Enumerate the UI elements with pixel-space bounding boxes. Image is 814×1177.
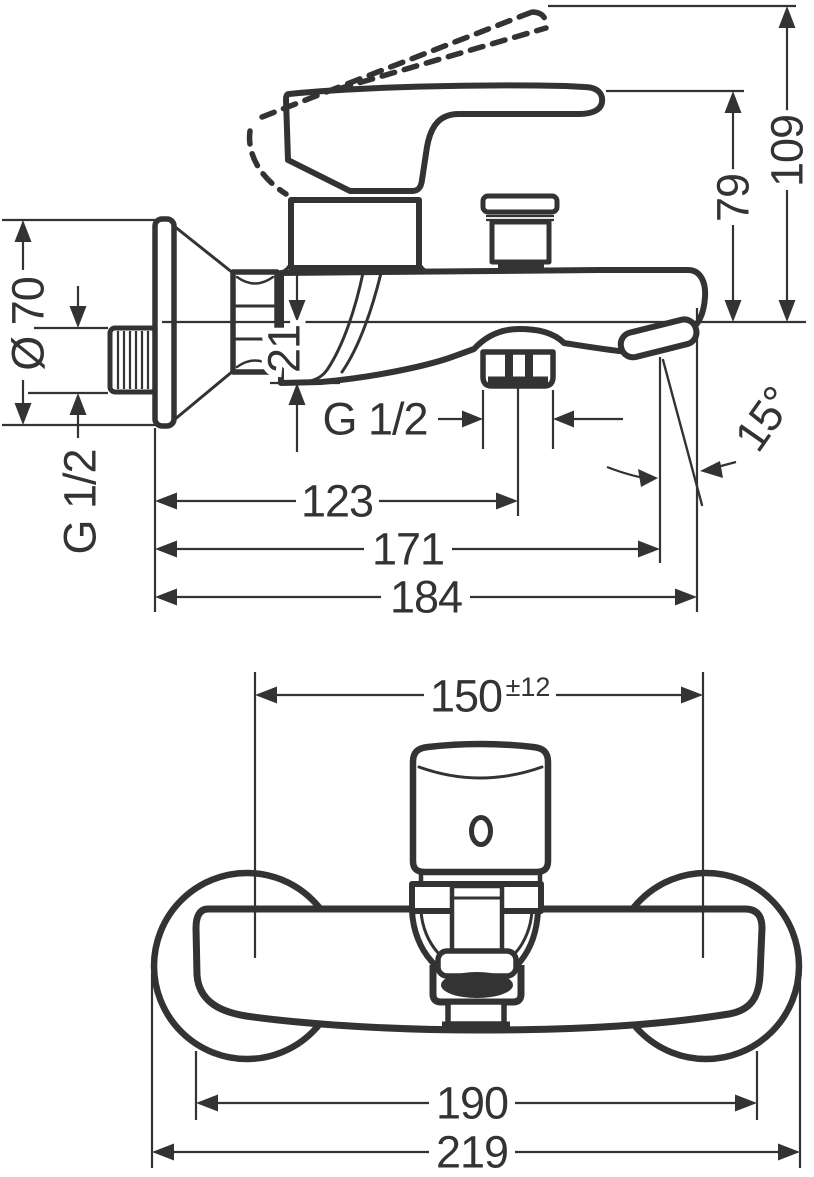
dim-wall-to-outlet-label: 123 [301, 476, 373, 527]
dim-escutcheon-diameter-label: Ø 70 [3, 277, 54, 371]
dim-connection-centers: 150 ±12 [253, 665, 705, 958]
handle-pin-hole [469, 815, 493, 847]
dim-wall-to-spout-tip: 171 [155, 357, 662, 581]
handle-side [283, 82, 606, 194]
dim-connection-centers-label: 150 [430, 671, 502, 722]
dim-wall-to-outlet: 123 [153, 428, 518, 612]
dim-outlet-thread-label: G 1/2 [322, 394, 427, 445]
dim-height-total: 109 [548, 4, 814, 322]
front-view: 150 ±12 [150, 665, 803, 1177]
dim-height-body-label: 79 [708, 174, 759, 222]
dim-overall-width: 219 [150, 973, 802, 1177]
dim-outlet-thread: G 1/2 [316, 388, 623, 516]
dim-wall-to-front-label: 184 [390, 572, 462, 623]
dim-connection-tolerance-label: ±12 [506, 672, 551, 702]
diverter-stem-front [449, 883, 505, 957]
side-view: Ø 70 G 1/2 21 G 1/2 123 [0, 4, 814, 629]
diverter-knob-side [480, 193, 560, 269]
outlet-connector-front [445, 999, 507, 1027]
cartridge-housing-side [279, 197, 431, 274]
dim-axis-to-bottom-label: 21 [259, 325, 310, 373]
shower-outlet-side [480, 349, 556, 389]
dim-body-width-label: 190 [436, 1078, 508, 1129]
dim-height-total-label: 109 [762, 115, 813, 187]
spout-front [429, 948, 525, 1031]
dim-spout-angle-label: 15° [724, 378, 803, 461]
dim-body-width: 190 [194, 1051, 759, 1135]
inlet-nipple [107, 325, 159, 395]
dim-escutcheon-diameter: Ø 70 [0, 218, 160, 427]
spout-opening [441, 972, 513, 998]
handle-open-dashed [246, 9, 549, 197]
dim-inlet-thread-label: G 1/2 [55, 449, 106, 554]
dim-overall-width-label: 219 [436, 1127, 508, 1177]
dim-inlet-thread: G 1/2 [28, 286, 112, 561]
mixer-body-side [278, 267, 709, 386]
dim-wall-to-spout-tip-label: 171 [372, 524, 444, 575]
dim-height-body: 79 [606, 89, 765, 322]
handle-front [409, 740, 552, 876]
dim-wall-to-front: 184 [155, 308, 699, 629]
dim-axis-to-bottom: 21 [253, 268, 340, 452]
dim-spout-angle: 15° [606, 358, 810, 507]
